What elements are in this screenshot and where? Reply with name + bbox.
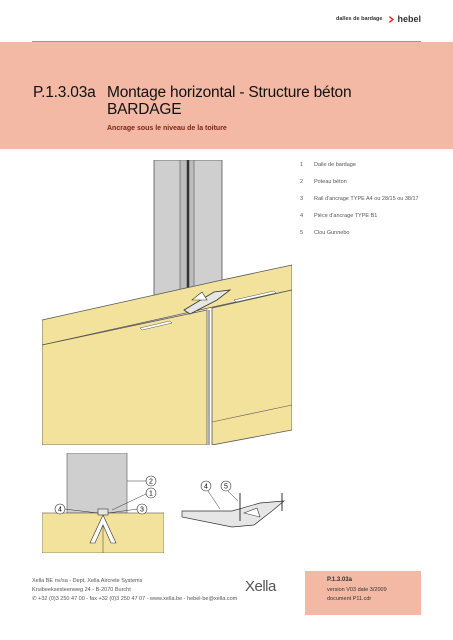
legend-item: 2 Poteau béton [300,179,425,186]
hebel-logo: hebel [388,14,421,24]
legend-item: 3 Rail d'ancrage TYPE A4 ou 28/15 ou 38/… [300,196,425,203]
title-code: P.1.3.03a [33,84,96,101]
callout-label: 1 [149,491,153,498]
footer-line3: ✆ +32 (0)3 250 47 00 - fax +32 (0)3 250 … [32,596,238,602]
legend-text: Dalle de bardage [314,162,356,168]
legend-number: 1 [300,162,304,168]
legend-number: 3 [300,196,304,202]
page-title: P.1.3.03a Montage horizontal - Structure … [33,84,352,118]
title-line2: BARDAGE [107,101,182,118]
callout-label: 5 [224,484,228,491]
document-code: P.1.3.03a [327,577,352,583]
legend: 1 Dalle de bardage 2 Poteau béton 3 Rail… [300,162,425,247]
xella-logo: Xella [245,578,276,595]
callout-label: 2 [149,479,153,486]
header-divider [32,41,421,42]
legend-item: 1 Dalle de bardage [300,162,425,169]
header-brand-area: dalles de bardage hebel [336,14,421,24]
category-label: dalles de bardage [336,16,383,22]
title-line1: Montage horizontal - Structure béton [107,84,352,101]
legend-item: 5 Clou Gunnebo [300,230,425,237]
footer-address: Xella BE nv/sa - Dept. Xella Aircrete Sy… [32,577,237,604]
footer-line1: Xella BE nv/sa - Dept. Xella Aircrete Sy… [32,578,143,584]
page-subtitle: Ancrage sous le niveau de la toiture [107,125,227,132]
legend-text: Pièce d'ancrage TYPE B1 [314,213,378,219]
title-band [0,42,453,149]
callout-label: 4 [204,484,208,491]
footer-line2: Kruibeeksesteenweg 24 - B-2070 Burcht [32,587,131,593]
brand-name: hebel [397,14,421,24]
document-version: version V03 date 3/2009 [327,587,387,593]
legend-text: Clou Gunnebo [314,230,350,236]
legend-text: Poteau béton [314,179,347,185]
hebel-chevron-icon [389,15,395,23]
document-file: document P11.cdr [327,596,372,602]
legend-number: 4 [300,213,304,219]
main-illustration [42,160,292,445]
callout-label: 3 [140,507,144,514]
callout-label: 4 [58,507,62,514]
legend-text: Rail d'ancrage TYPE A4 ou 28/15 ou 38/17 [314,196,419,202]
legend-item: 4 Pièce d'ancrage TYPE B1 [300,213,425,220]
detail-anchor-illustration: 4 5 [172,453,294,553]
legend-number: 5 [300,230,304,236]
document-info-box: P.1.3.03a version V03 date 3/2009 docume… [305,571,421,615]
legend-number: 2 [300,179,304,185]
detail-section-illustration: 2 1 4 3 [42,453,164,553]
